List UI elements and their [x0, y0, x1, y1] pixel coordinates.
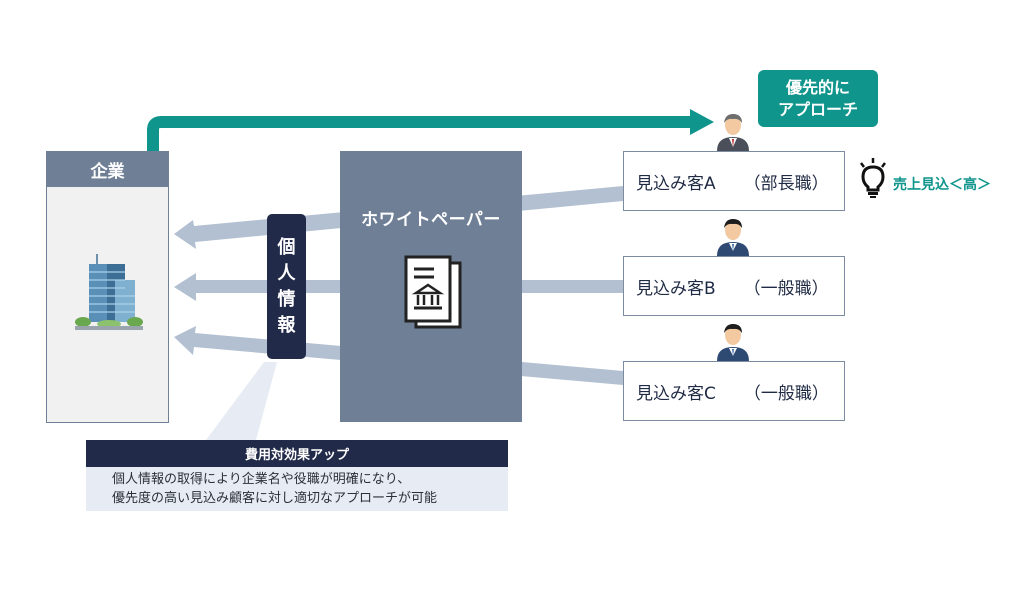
- building-icon: [75, 254, 143, 330]
- prospect-a-role: （部長職）: [743, 173, 829, 194]
- cost-effect-line-2: 優先度の高い見込み顧客に対し適切なアプローチが可能: [112, 491, 438, 506]
- prospect-c-role: （一般職）: [743, 383, 829, 404]
- lightbulb-icon: [860, 158, 886, 198]
- callout-wedge: [206, 362, 277, 440]
- person-icon-staff: [717, 219, 749, 256]
- cost-effect-line-1: 個人情報の取得により企業名や役職が明確になり、: [112, 472, 411, 487]
- whitepaper-title: ホワイトペーパー: [361, 210, 501, 230]
- cost-effect-box: 費用対効果アップ 個人情報の取得により企業名や役職が明確になり、 優先度の高い見…: [86, 440, 508, 511]
- prospect-c-box: 見込み客C （一般職）: [623, 361, 845, 421]
- prospect-c-name: 見込み客C: [636, 383, 716, 404]
- cost-effect-body: 個人情報の取得により企業名や役職が明確になり、 優先度の高い見込み顧客に対し適切…: [86, 467, 508, 511]
- prospect-a-name: 見込み客A: [636, 173, 716, 194]
- personal-info-char: 人: [277, 262, 296, 284]
- personal-info-char: 報: [277, 314, 296, 336]
- personal-info-char: 情: [277, 288, 296, 310]
- person-icon-manager: [717, 114, 749, 151]
- person-icon-staff: [717, 324, 749, 361]
- prospect-a-box: 見込み客A （部長職）: [623, 151, 845, 211]
- cost-effect-title: 費用対効果アップ: [86, 440, 508, 467]
- company-box: 企業: [46, 151, 169, 423]
- priority-arrow-head: [690, 109, 714, 135]
- personal-info-label: 個 人 情 報: [267, 214, 306, 359]
- prospect-b-role: （一般職）: [743, 278, 829, 299]
- sales-forecast-label: 売上見込＜高＞: [893, 177, 991, 193]
- personal-info-char: 個: [277, 236, 296, 258]
- document-icon: [404, 255, 462, 329]
- prospect-b-name: 見込み客B: [636, 278, 716, 299]
- company-label: 企業: [47, 152, 168, 187]
- priority-line-1: 優先的に: [785, 77, 850, 97]
- priority-approach-bubble: 優先的に アプローチ: [758, 70, 878, 127]
- prospect-b-box: 見込み客B （一般職）: [623, 256, 845, 316]
- priority-line-2: アプローチ: [777, 99, 858, 119]
- priority-arrow: [147, 116, 694, 152]
- whitepaper-panel: ホワイトペーパー: [340, 151, 522, 422]
